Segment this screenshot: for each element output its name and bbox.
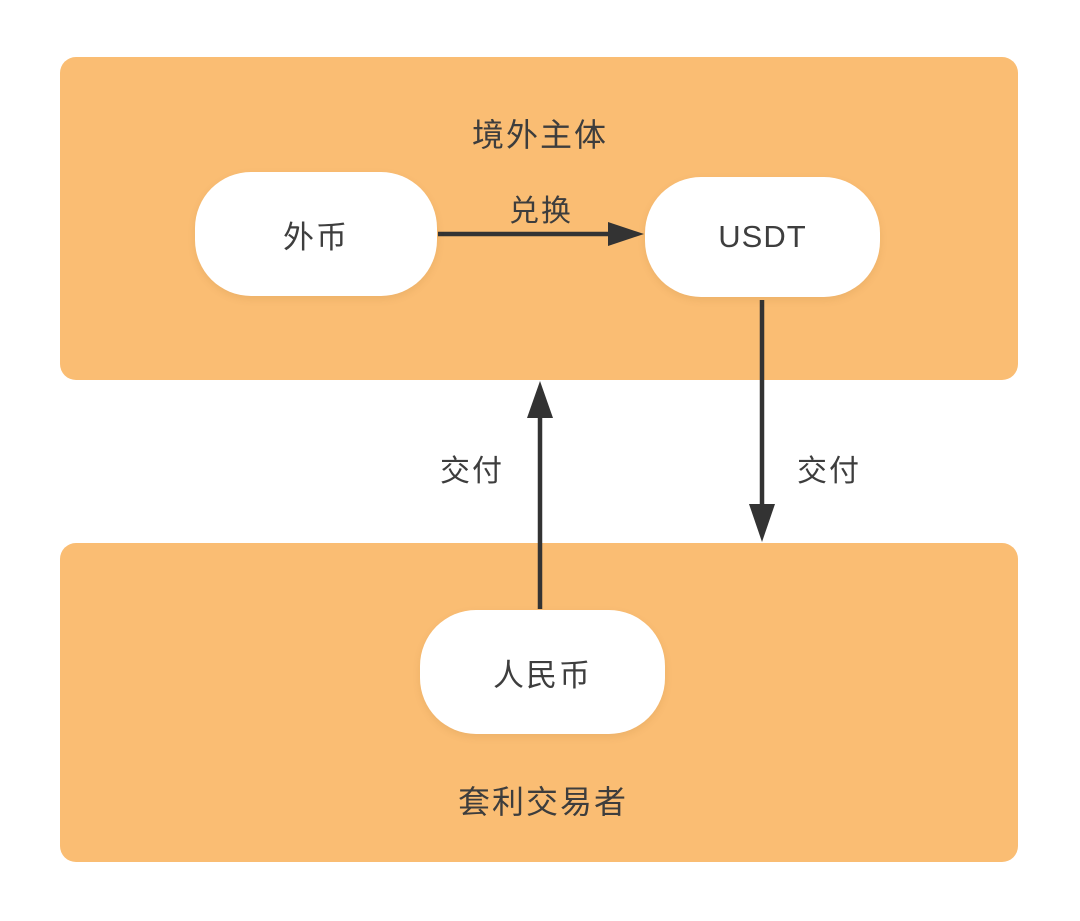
edge-label-deliver-up: 交付 <box>440 455 504 488</box>
node-foreign-currency: 外币 <box>195 172 437 296</box>
group-label-overseas-entity: 境外主体 <box>471 117 609 153</box>
edge-label-exchange: 兑换 <box>509 195 573 228</box>
edge-label-deliver-down: 交付 <box>797 455 861 488</box>
node-rmb: 人民币 <box>420 610 665 734</box>
node-usdt: USDT <box>645 177 880 297</box>
group-label-arbitrage-trader: 套利交易者 <box>457 784 629 820</box>
